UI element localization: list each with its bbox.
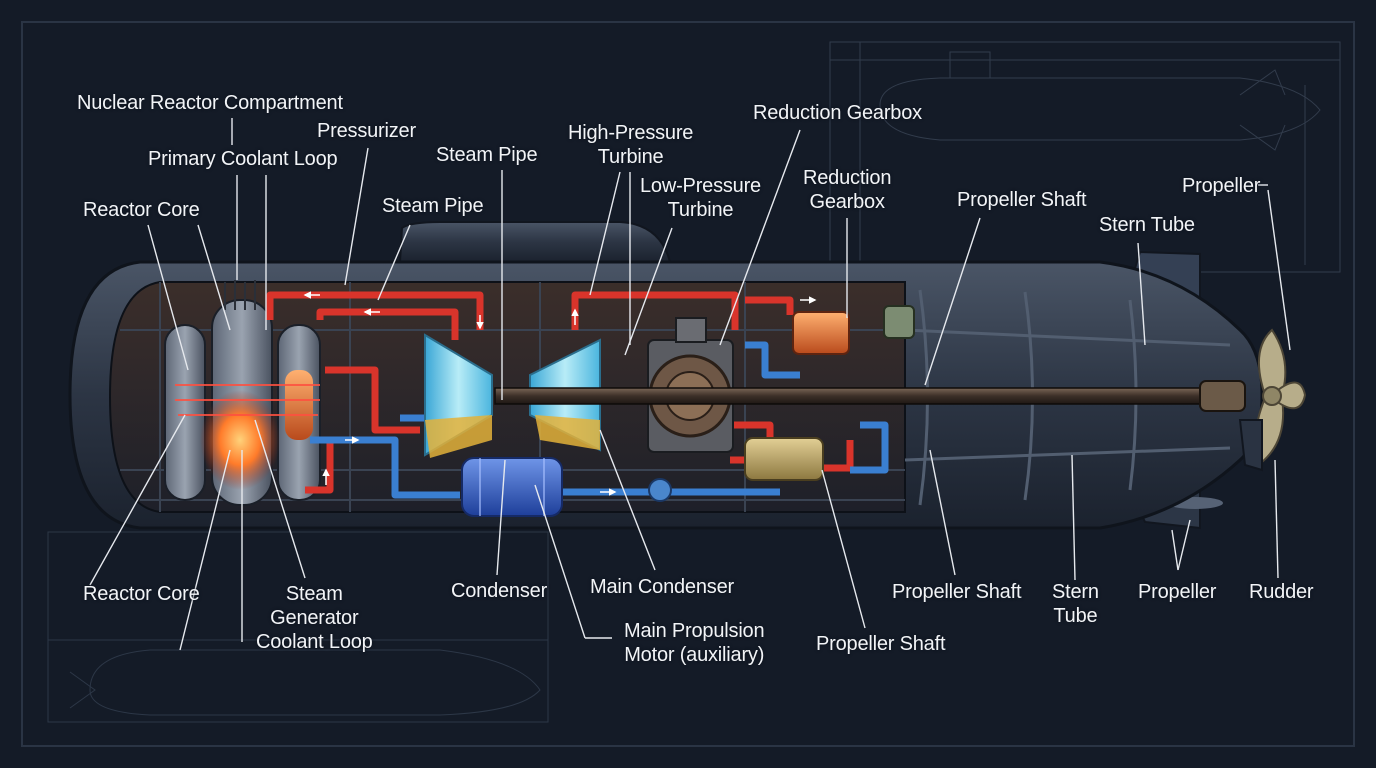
label-reactor-core-bottom: Reactor Core [83, 583, 200, 605]
label-low-pressure-turbine: Low-Pressure Turbine [640, 175, 761, 221]
sail [398, 221, 672, 263]
propeller-shape [1254, 328, 1307, 464]
label-propeller-shaft-top: Propeller Shaft [957, 189, 1087, 211]
propeller-shaft [494, 387, 1236, 405]
label-pressurizer: Pressurizer [317, 120, 416, 142]
label-steam-pipe-mid: Steam Pipe [382, 195, 484, 217]
label-steam-pipe-top: Steam Pipe [436, 144, 538, 166]
propulsion-motor-brass [744, 437, 824, 481]
label-propeller-top: Propeller [1182, 175, 1261, 197]
pressurizer-tank [285, 370, 313, 440]
coolant-pump [648, 478, 672, 502]
label-high-pressure-turbine: High-Pressure Turbine [568, 122, 694, 168]
label-stern-tube-bottom: Stern Tube [1052, 581, 1099, 627]
blueprint-sketch-top [829, 41, 1341, 273]
high-pressure-turbine-shape [424, 333, 493, 458]
leader-lines [89, 118, 1291, 651]
frame-border [21, 21, 1355, 747]
label-nuclear-reactor-compartment: Nuclear Reactor Compartment [77, 92, 343, 114]
blueprint-sketch-bottom [47, 531, 549, 723]
label-condenser: Condenser [451, 580, 548, 602]
rudder-shape [1238, 419, 1263, 472]
label-stern-tube-top: Stern Tube [1099, 214, 1195, 236]
condenser-drum [461, 457, 563, 517]
label-primary-coolant-loop: Primary Coolant Loop [148, 148, 338, 170]
stern-tube-bearing [1199, 380, 1246, 412]
label-main-propulsion-motor: Main Propulsion Motor (auxiliary) [624, 620, 765, 666]
label-propeller-shaft-bottom: Propeller Shaft [892, 581, 1022, 603]
reactor-core-glow [200, 390, 280, 490]
label-reactor-core-top: Reactor Core [83, 199, 200, 221]
label-steam-generator-coolant-loop: Steam Generator Coolant Loop [256, 583, 373, 653]
label-propeller-bottom: Propeller [1138, 581, 1217, 603]
label-reduction-gearbox-top: Reduction Gearbox [753, 102, 922, 124]
label-reduction-gearbox-mid: Reduction Gearbox [803, 167, 892, 213]
label-main-condenser: Main Condenser [590, 576, 734, 598]
auxiliary-drum-orange [792, 305, 915, 355]
label-rudder: Rudder [1249, 581, 1314, 603]
label-propeller-shaft-bottom-2: Propeller Shaft [816, 633, 946, 655]
